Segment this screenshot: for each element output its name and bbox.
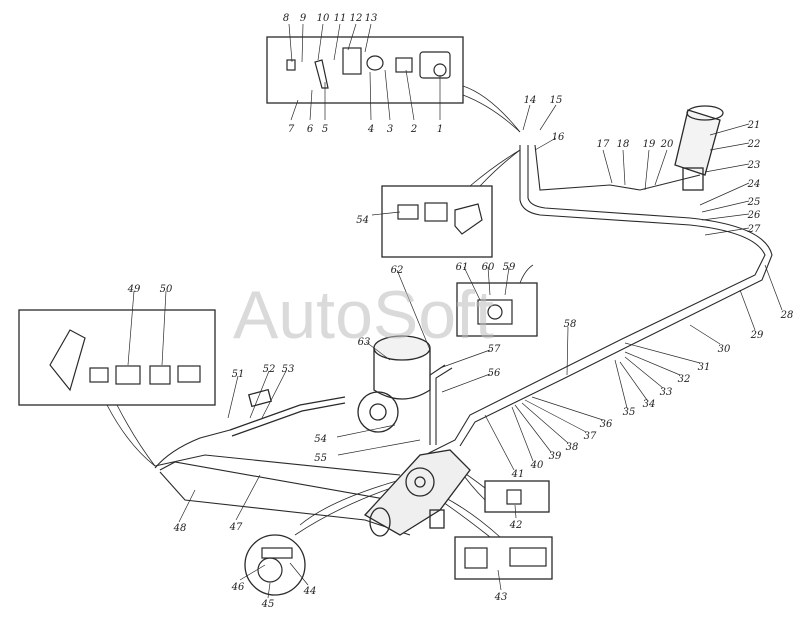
callout-44: 44: [303, 586, 317, 597]
callout-5: 5: [322, 124, 328, 135]
callout-62: 62: [391, 265, 404, 276]
callout-55: 55: [314, 453, 327, 464]
callout-25: 25: [747, 197, 761, 208]
callout-24: 24: [747, 179, 761, 190]
callout-27: 27: [747, 224, 761, 235]
watermark-text: AutoSoft: [233, 277, 494, 353]
callout-7: 7: [288, 124, 295, 135]
callout-50: 50: [160, 284, 173, 295]
callout-45: 45: [261, 599, 275, 610]
callout-26: 26: [747, 210, 761, 221]
tank-21: [674, 105, 724, 191]
callout-53: 53: [282, 364, 295, 375]
callout-60: 60: [482, 262, 495, 273]
callout-40: 40: [530, 460, 544, 471]
callout-15: 15: [550, 95, 563, 106]
callout-6: 6: [307, 124, 314, 135]
callout-51: 51: [232, 369, 245, 380]
callout-12: 12: [350, 13, 363, 24]
callout-47: 47: [229, 522, 243, 533]
callout-52: 52: [263, 364, 276, 375]
callout-41: 41: [511, 469, 525, 480]
callout-63: 63: [358, 337, 371, 348]
callout-33: 33: [660, 387, 673, 398]
callout-61: 61: [456, 262, 469, 273]
callout-36: 36: [600, 419, 613, 430]
callout-30: 30: [718, 344, 731, 355]
callout-58: 58: [564, 319, 577, 330]
callout-57: 57: [488, 344, 501, 355]
callout-32: 32: [678, 374, 691, 385]
callout-14: 14: [524, 95, 537, 106]
callout-43: 43: [494, 592, 508, 603]
callout-2: 2: [410, 124, 417, 135]
callout-42: 42: [509, 520, 523, 531]
callout-17: 17: [597, 139, 610, 150]
callout-46: 46: [231, 582, 245, 593]
callout-1: 1: [437, 124, 443, 135]
callout-16: 16: [552, 132, 565, 143]
callout-leaders: [127, 23, 783, 599]
callout-29: 29: [750, 330, 764, 341]
callout-54b: 54: [314, 434, 327, 445]
inset-part-sketches: [49, 47, 547, 583]
callout-39: 39: [549, 451, 562, 462]
callout-8: 8: [283, 13, 289, 24]
callout-13: 13: [365, 13, 378, 24]
callout-19: 19: [643, 139, 656, 150]
callout-48: 48: [173, 523, 187, 534]
callout-37: 37: [584, 431, 597, 442]
callout-21: 21: [747, 120, 761, 131]
callout-59: 59: [503, 262, 516, 273]
callout-49: 49: [127, 284, 141, 295]
pipelines: [154, 144, 773, 536]
callout-20: 20: [660, 139, 674, 150]
callout-3: 3: [387, 124, 393, 135]
callout-28: 28: [780, 310, 794, 321]
callout-4: 4: [367, 124, 374, 135]
callout-23: 23: [747, 160, 761, 171]
callout-labels: 1 2 3 4 5 6 7 8 9 10 11 12 13 14 15 16 1…: [127, 13, 794, 610]
callout-10: 10: [317, 13, 330, 24]
callout-31: 31: [698, 362, 711, 373]
callout-22: 22: [747, 139, 761, 150]
callout-11: 11: [334, 13, 347, 24]
callout-35: 35: [623, 407, 636, 418]
callout-38: 38: [566, 442, 579, 453]
callout-34: 34: [643, 399, 656, 410]
callout-18: 18: [617, 139, 630, 150]
callout-54a: 54: [356, 215, 369, 226]
steering-gear: [363, 449, 471, 537]
callout-56: 56: [488, 368, 501, 379]
callout-9: 9: [300, 13, 307, 24]
power-cylinder: [229, 388, 346, 437]
